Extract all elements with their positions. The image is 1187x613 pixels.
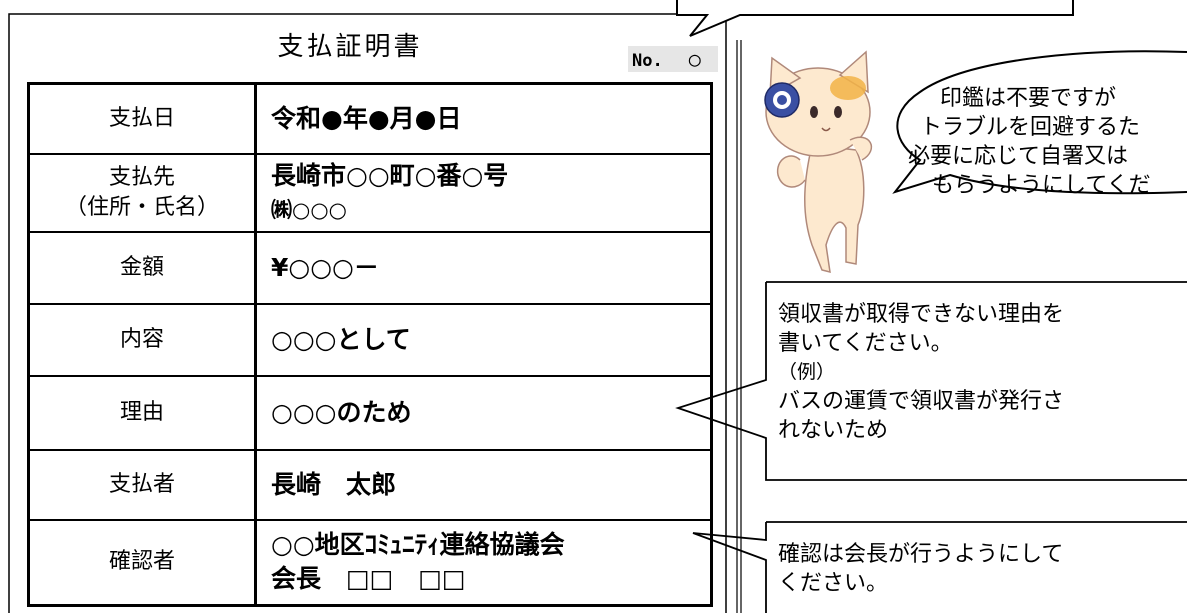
table-row: 支払先 （住所・氏名） 長崎市○○町○番○号 ㈱○○○	[27, 152, 713, 233]
row-label-payee: 支払先 （住所・氏名）	[27, 152, 257, 233]
bubble-line: トラブルを回避するた	[920, 115, 1141, 140]
row-value-reason: ○○○のため	[254, 374, 713, 451]
table-row: 支払日 令和●年●月●日	[27, 82, 713, 155]
row-value-payment-date: 令和●年●月●日	[254, 82, 713, 155]
table-row: 理由 ○○○のため	[27, 374, 713, 451]
confirmer-organization: ○○地区ｺﾐｭﾆﾃｨ連絡協議会	[271, 530, 565, 560]
row-label-confirmer: 確認者	[27, 518, 257, 607]
bubble-line: 必要に応じて自署又は	[908, 144, 1129, 169]
row-label-amount: 金額	[27, 230, 257, 305]
note-line: 確認は会長が行うようにして	[778, 542, 1064, 567]
mascot-speech-bubble	[892, 50, 1187, 195]
number-label: No.	[632, 51, 663, 71]
row-value-content: ○○○として	[254, 302, 713, 377]
table-row: 確認者 ○○地区ｺﾐｭﾆﾃｨ連絡協議会 会長 □□ □□	[27, 518, 713, 607]
table-row: 支払者 長崎 太郎	[27, 448, 713, 521]
row-label-reason: 理由	[27, 374, 257, 451]
reason-callout-box	[675, 281, 1187, 481]
note-line: 領収書が取得できない理由を	[778, 302, 1065, 327]
mascot-bubble-text: 印鑑は不要ですが トラブルを回避するた 必要に応じて自署又は もらうようにしてく…	[880, 84, 1187, 200]
payee-name: ㈱○○○	[271, 197, 347, 222]
note-line: ください。	[778, 571, 889, 596]
document-number: No. ○	[628, 46, 718, 72]
note-line: （例）	[778, 361, 836, 383]
number-value: ○	[688, 47, 701, 71]
row-label-content: 内容	[27, 302, 257, 377]
payee-label: 支払先	[108, 164, 175, 190]
row-label-payment-date: 支払日	[27, 82, 257, 155]
confirmer-title: 会長 □□ □□	[271, 564, 466, 594]
mascot-cat-illustration	[764, 50, 873, 273]
reason-note-text: 領収書が取得できない理由を 書いてください。 （例） バスの運賃で領収書が発行さ…	[778, 300, 1178, 445]
row-value-confirmer: ○○地区ｺﾐｭﾆﾃｨ連絡協議会 会長 □□ □□	[254, 518, 713, 607]
row-value-amount: ¥○○○－	[254, 230, 713, 305]
note-line: バスの運賃で領収書が発行さ	[778, 389, 1065, 414]
top-callout-box	[676, 0, 1074, 37]
document-title: 支払証明書	[277, 32, 423, 62]
row-value-payer: 長崎 太郎	[254, 448, 713, 521]
row-value-payee: 長崎市○○町○番○号 ㈱○○○	[254, 152, 713, 233]
note-line: 書いてください。	[778, 331, 953, 356]
confirm-note-text: 確認は会長が行うようにして ください。	[778, 540, 1178, 598]
payee-sublabel: （住所・氏名）	[64, 194, 219, 220]
note-line: れないため	[778, 418, 889, 443]
row-label-payer: 支払者	[27, 448, 257, 521]
table-row: 金額 ¥○○○－	[27, 230, 713, 305]
payment-certificate-table: 支払日 令和●年●月●日 支払先 （住所・氏名） 長崎市○○町○番○号 ㈱○○○…	[27, 82, 713, 607]
bubble-line: 印鑑は不要ですが	[940, 86, 1117, 111]
table-row: 内容 ○○○として	[27, 302, 713, 377]
bubble-line: もらうようにしてくだ	[932, 173, 1151, 198]
payee-address: 長崎市○○町○番○号	[271, 160, 509, 190]
